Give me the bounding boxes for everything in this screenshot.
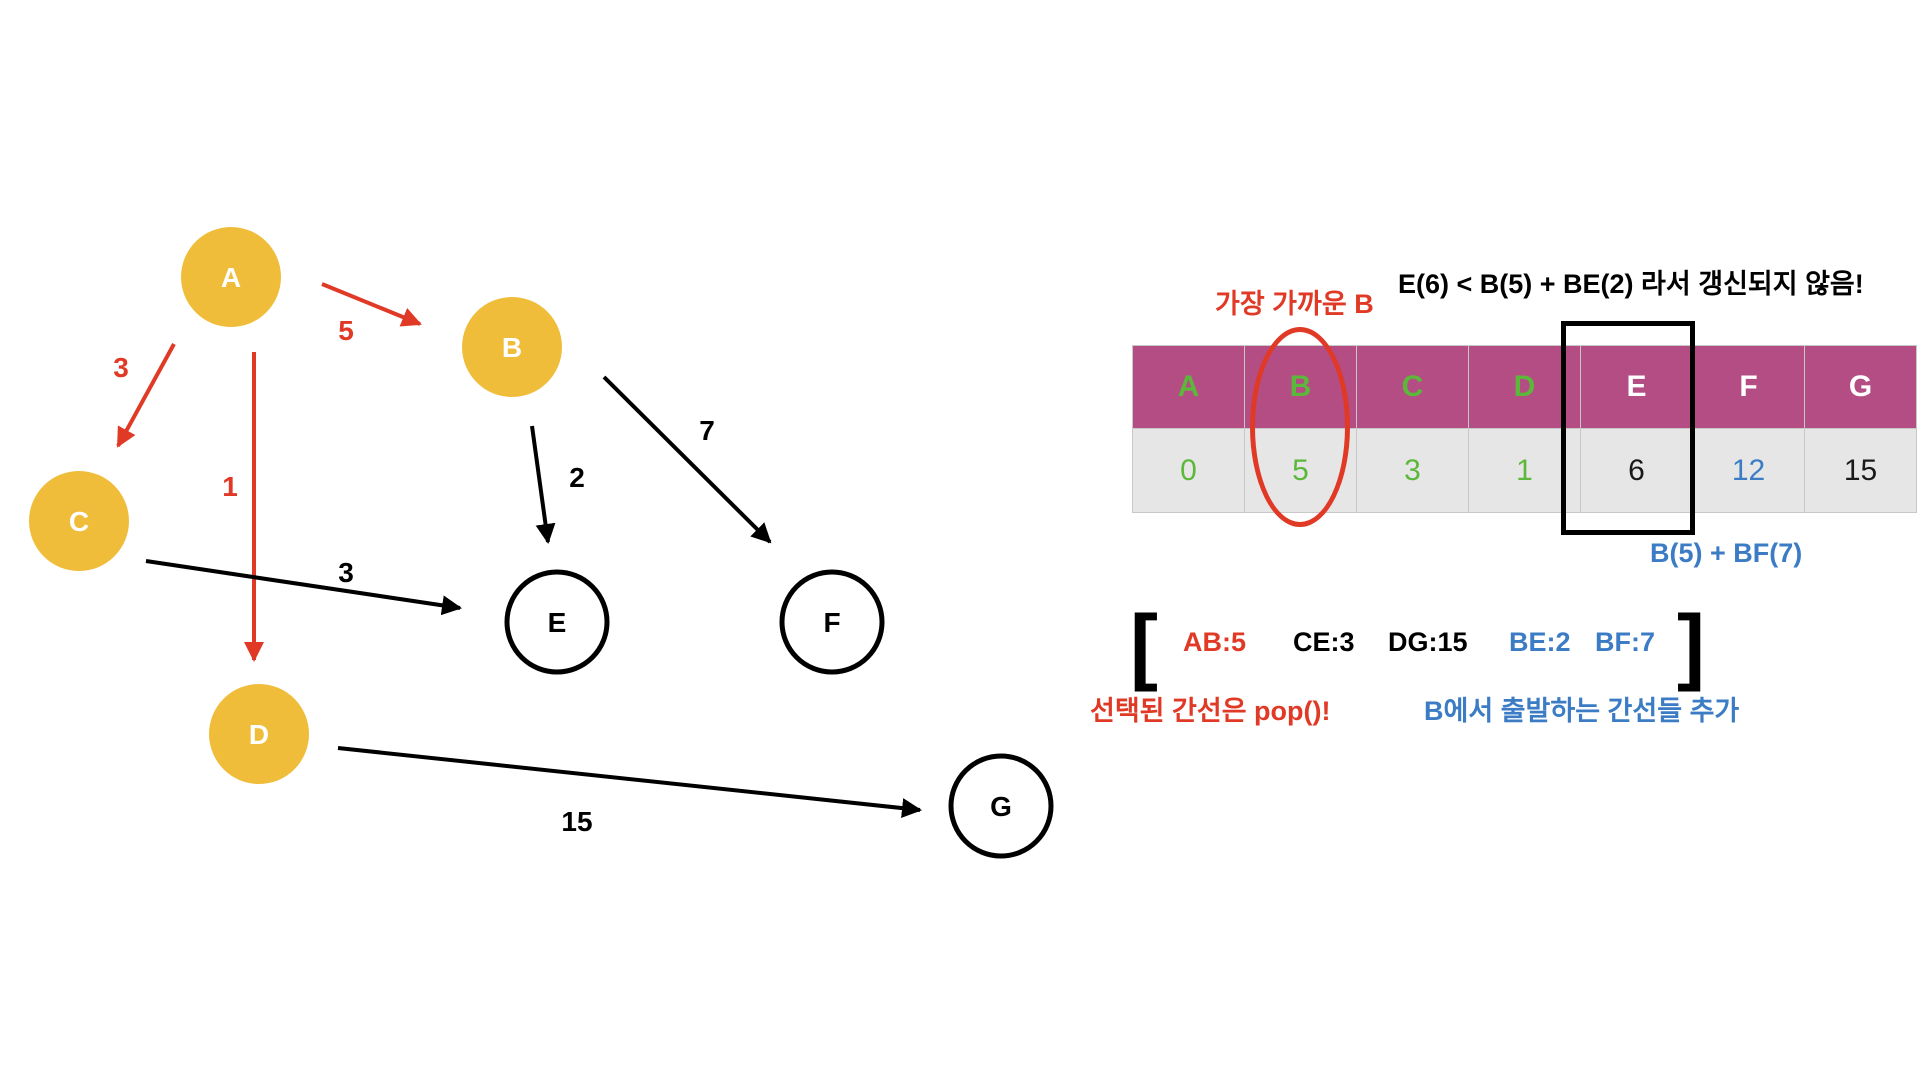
bf-sum-note: B(5) + BF(7) [1650,538,1803,568]
node-d: D [209,684,309,784]
node-c: C [29,471,129,571]
weight-b-f: 7 [699,415,715,446]
queue-close-bracket: ] [1677,598,1705,692]
added-note: B에서 출발하는 간선들 추가 [1424,696,1740,726]
node-a: A [181,227,281,327]
dist-a: 0 [1132,428,1245,513]
dist-f: 12 [1692,428,1805,513]
node-g: G [948,753,1054,859]
header-e: E [1580,345,1693,429]
queue-item-ab: AB:5 [1183,627,1247,657]
distance-table-value-row: 0 5 3 1 6 12 15 [1132,428,1917,513]
nearest-note: 가장 가까운 B [1215,289,1374,319]
edge-b-e [530,425,556,544]
edge-c-e [145,559,462,616]
header-c: C [1356,345,1469,429]
queue-item-bf: BF:7 [1595,627,1655,657]
dist-c: 3 [1356,428,1469,513]
distance-table: A B C D E F G 0 5 3 1 6 12 15 [1132,345,1917,513]
node-f: F [779,569,885,675]
weight-d-g: 15 [561,806,592,837]
node-b: B [462,297,562,397]
weight-a-c: 3 [113,352,129,383]
node-d-label: D [249,719,269,750]
queue-item-ce: CE:3 [1293,627,1355,657]
edge-b-f [602,375,772,544]
weight-a-b: 5 [338,315,354,346]
weight-b-e: 2 [569,462,585,493]
highlight-box-e [1561,321,1695,535]
node-e-label: E [548,607,567,638]
node-c-label: C [69,506,89,537]
node-f-label: F [823,607,840,638]
no-update-note: E(6) < B(5) + BE(2) 라서 갱신되지 않음! [1398,269,1864,299]
queue-item-be: BE:2 [1509,627,1571,657]
queue-open-bracket: [ [1130,598,1158,692]
node-a-label: A [221,262,241,293]
dist-e: 6 [1580,428,1693,513]
header-f: F [1692,345,1805,429]
weight-a-d: 1 [222,471,238,502]
highlight-ellipse-b [1250,327,1350,527]
edge-a-b [321,282,422,327]
popped-note: 선택된 간선은 pop()! [1090,696,1331,726]
header-g: G [1804,345,1917,429]
edge-a-c [116,343,176,448]
header-a: A [1132,345,1245,429]
edge-d-g [337,746,922,819]
node-g-label: G [990,791,1012,822]
weight-c-e: 3 [338,557,354,588]
queue-item-dg: DG:15 [1388,627,1468,657]
dist-g: 15 [1804,428,1917,513]
node-b-label: B [502,332,522,363]
node-e: E [504,569,610,675]
